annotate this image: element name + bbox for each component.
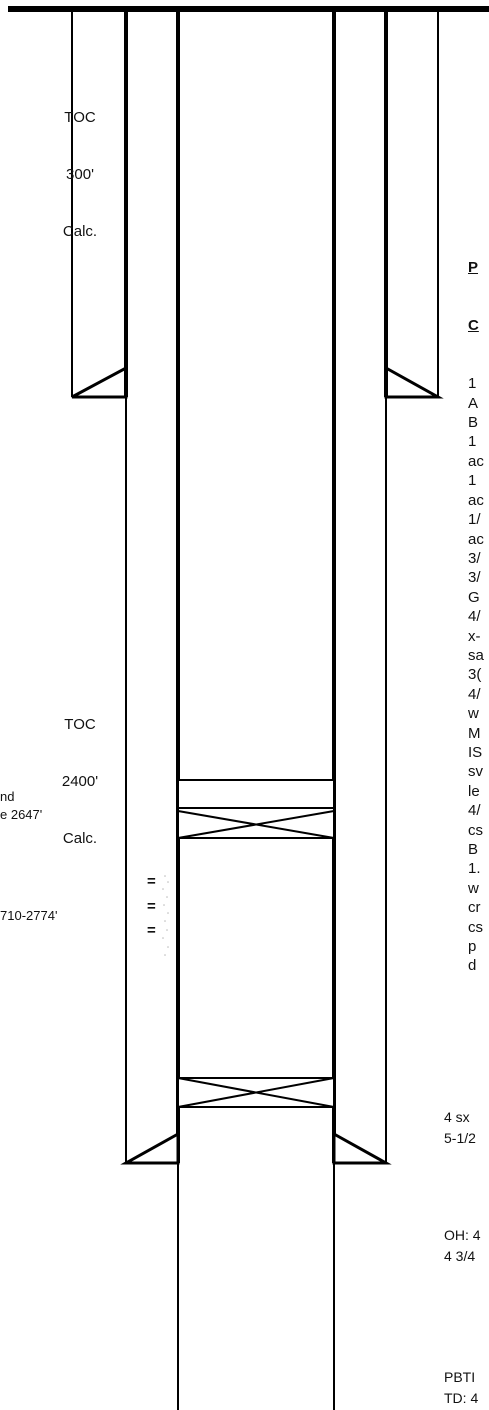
- procedure-line: ac: [468, 452, 484, 470]
- toc-upper-label: TOC 300' Calc.: [55, 70, 105, 260]
- procedure-line: d: [468, 957, 477, 975]
- plug-label-line1: nd: [0, 789, 15, 804]
- procedure-line: M: [468, 724, 481, 742]
- procedure-line: 1.: [468, 860, 481, 878]
- procedure-line: 3/: [468, 569, 481, 587]
- procedure-header-1: P: [468, 258, 479, 276]
- pbtd-note: PBTI: [444, 1369, 476, 1385]
- procedure-line: w: [468, 705, 479, 723]
- procedure-line: 4/: [468, 802, 481, 820]
- procedure-line: B: [468, 414, 479, 432]
- procedure-line: p: [468, 938, 477, 956]
- toc-lower-line1: TOC: [64, 716, 96, 733]
- procedure-line: 3(: [468, 666, 482, 684]
- toc-upper-line2: 300': [66, 166, 94, 183]
- lower-plug: [177, 1077, 335, 1108]
- procedure-line: sa: [468, 646, 484, 664]
- procedure-line: w: [468, 879, 479, 897]
- casing-note: 5-1/2: [444, 1130, 476, 1146]
- surface-shoe-left: [71, 365, 128, 399]
- procedure-line: cr: [468, 899, 481, 917]
- procedure-line: G: [468, 588, 480, 606]
- procedure-line: 3/: [468, 549, 481, 567]
- procedure-line: le: [468, 782, 480, 800]
- toc-upper-line3: Calc.: [62, 223, 98, 240]
- cement-note: 4 sx: [444, 1109, 470, 1125]
- production-shoe-left: [120, 1131, 180, 1165]
- procedure-line: IS: [468, 743, 483, 761]
- surface-shoe-right: [384, 365, 444, 399]
- toc-lower-line2: 2400': [61, 773, 99, 790]
- procedure-line: 1: [468, 375, 477, 393]
- procedure-line: cs: [468, 821, 483, 839]
- procedure-line: ac: [468, 491, 484, 509]
- perf-mark-3: =: [147, 922, 156, 939]
- procedure-line: 1: [468, 472, 477, 490]
- toc-lower-line3: Calc.: [62, 830, 98, 847]
- procedure-line: ac: [468, 530, 484, 548]
- production-shoe-right: [332, 1131, 392, 1165]
- procedure-line: x-: [468, 627, 481, 645]
- td-note: TD: 4: [444, 1390, 479, 1406]
- perfs-label: 710-2774': [0, 908, 58, 923]
- perf-mark-1: =: [147, 873, 156, 890]
- procedure-header-2: C: [468, 317, 479, 335]
- procedure-line: 4/: [468, 685, 481, 703]
- procedure-line: A: [468, 394, 479, 412]
- procedure-line: sv: [468, 763, 483, 781]
- procedure-line: B: [468, 841, 479, 858]
- procedure-line: 1/: [468, 511, 481, 529]
- toc-lower-label: TOC 2400' Calc.: [54, 677, 106, 867]
- procedure-line: cs: [468, 918, 483, 936]
- bit-size-note: 4 3/4: [444, 1248, 476, 1264]
- perf-mark-2: =: [147, 898, 156, 915]
- procedure-line: 1: [468, 433, 477, 451]
- toc-upper-line1: TOC: [64, 109, 96, 126]
- open-hole-note: OH: 4: [444, 1227, 481, 1243]
- plug-label-line2: e 2647': [0, 807, 43, 822]
- upper-plug: [177, 779, 335, 839]
- perforation-dots: [162, 875, 169, 956]
- procedure-line: 4/: [468, 608, 481, 626]
